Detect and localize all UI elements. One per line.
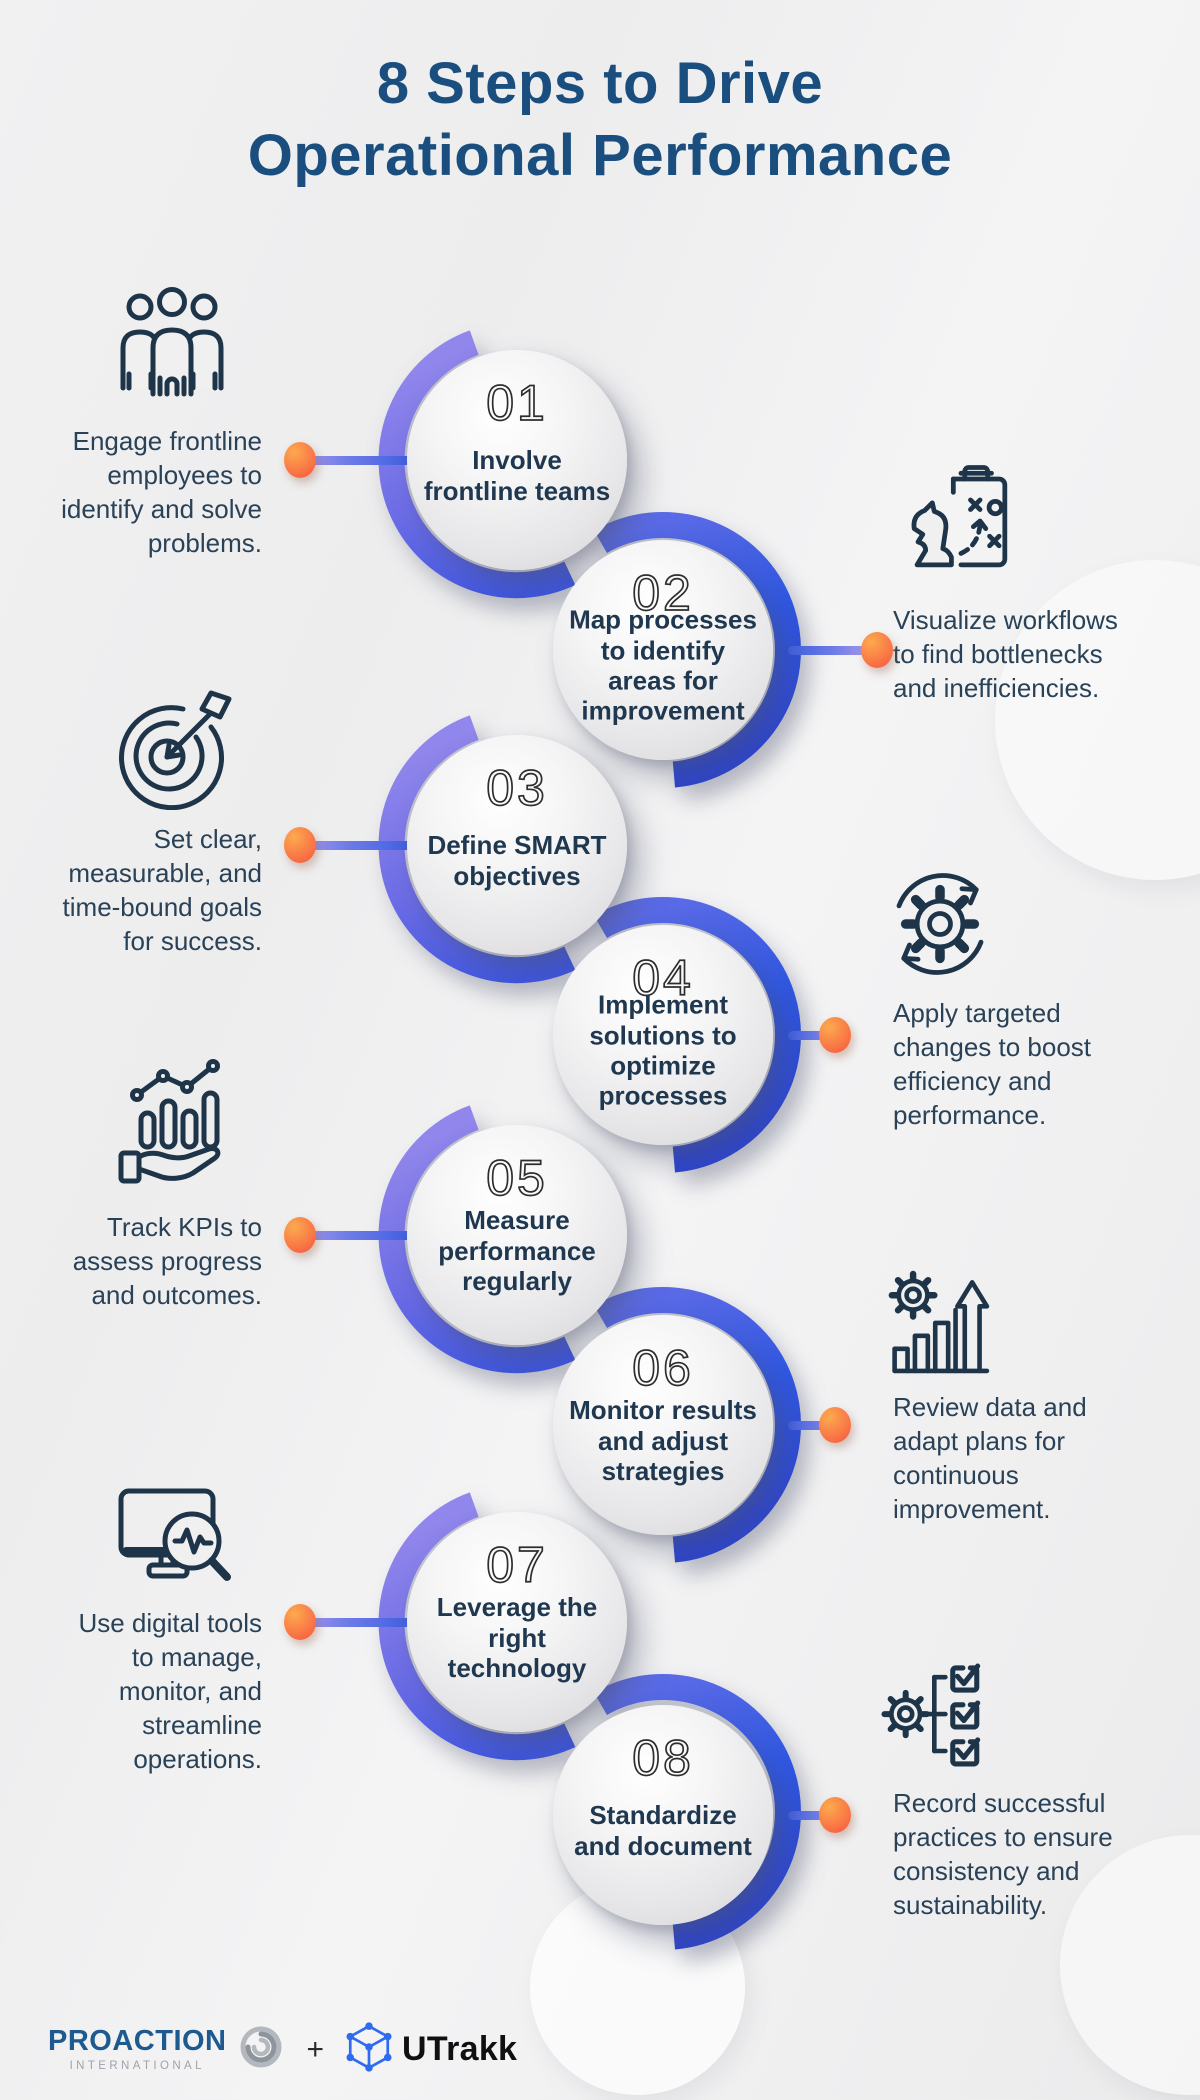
footer-brand-bar: PROACTION INTERNATIONAL +	[48, 2022, 517, 2077]
target-icon	[107, 680, 237, 810]
kpi-hand-icon	[107, 1055, 237, 1185]
step-circle-7: 07 Leverage the right technology	[407, 1512, 627, 1732]
step-title: Standardize and document	[574, 1800, 752, 1861]
step-title: Measure performance regularly	[438, 1205, 596, 1296]
connector-line	[295, 841, 413, 850]
step-title: Map processes to identify areas for impr…	[569, 605, 757, 726]
step-circle-8: 08 Standardize and document	[553, 1705, 773, 1925]
connector-dot	[284, 1217, 316, 1253]
step-ring-arc	[594, 1286, 801, 1563]
proaction-swirl-icon	[237, 2023, 285, 2076]
connector-dot	[819, 1407, 851, 1443]
step-number: 02	[631, 564, 694, 622]
step-description: Engage frontline employees to identify a…	[61, 426, 262, 559]
step-number: 03	[485, 759, 548, 817]
connector-line	[295, 456, 413, 465]
step-title: Leverage the right technology	[436, 1592, 598, 1683]
connector-line	[788, 1031, 838, 1040]
step-number: 06	[631, 1339, 694, 1397]
utrakk-cube-icon	[346, 2022, 392, 2077]
step-circle-6: 06 Monitor results and adjust strategies	[553, 1315, 773, 1535]
proaction-logo: PROACTION INTERNATIONAL	[48, 2025, 227, 2073]
plus-separator: +	[306, 2032, 325, 2066]
utrakk-logo: UTrakk	[346, 2022, 517, 2077]
step-description: Record successful practices to ensure co…	[893, 1788, 1113, 1921]
step-title: Implement solutions to optimize processe…	[589, 990, 737, 1111]
gear-checklist-icon	[878, 1655, 998, 1775]
connector-dot	[819, 1797, 851, 1833]
step-ring-arc	[594, 1673, 801, 1950]
connector-line	[788, 1421, 838, 1430]
step-ring-arc	[378, 1105, 576, 1374]
step-title: Involve frontline teams	[423, 445, 611, 506]
step-circle-4: 04 Implement solutions to optimize proce…	[553, 925, 773, 1145]
page-title: 8 Steps to Drive Operational Performance	[0, 48, 1200, 192]
step-circle-3: 03 Define SMART objectives	[407, 735, 627, 955]
step-description: Track KPIs to assess progress and outcom…	[72, 1212, 262, 1311]
connector-dot	[284, 1604, 316, 1640]
step-circle-5: 05 Measure performance regularly	[407, 1125, 627, 1345]
step-number: 05	[485, 1149, 548, 1207]
monitor-search-icon	[107, 1467, 237, 1597]
connector-line	[788, 646, 870, 655]
step-number: 01	[485, 374, 548, 432]
step-description: Visualize workflows to find bottlenecks …	[893, 605, 1118, 704]
proaction-subtitle: INTERNATIONAL	[69, 2060, 205, 2072]
step-ring-arc	[378, 1492, 576, 1761]
sync-gear-icon	[878, 862, 1002, 986]
strategy-icon	[898, 458, 1022, 582]
step-title: Monitor results and adjust strategies	[569, 1395, 757, 1486]
step-circle-2: 02 Map processes to identify areas for i…	[553, 540, 773, 760]
step-title: Define SMART objectives	[427, 830, 607, 891]
connector-line	[295, 1231, 413, 1240]
page-title-line2: Operational Performance	[247, 122, 953, 188]
utrakk-wordmark: UTrakk	[402, 2030, 518, 2068]
page-title-line1: 8 Steps to Drive	[376, 51, 824, 116]
step-description: Set clear, measurable, and time-bound go…	[62, 824, 262, 957]
step-ring-arc	[378, 330, 576, 599]
connector-line	[295, 1618, 413, 1627]
connector-line	[788, 1811, 838, 1820]
gear-growth-icon	[878, 1262, 998, 1382]
step-number: 07	[485, 1536, 548, 1594]
step-number: 08	[631, 1729, 694, 1787]
step-ring-arc	[594, 896, 801, 1173]
connector-dot	[284, 827, 316, 863]
connector-dot	[819, 1017, 851, 1053]
connector-dot	[861, 632, 893, 668]
step-number: 04	[631, 949, 694, 1007]
proaction-wordmark: PROACTION	[48, 2025, 227, 2057]
step-description: Apply targeted changes to boost efficien…	[893, 998, 1092, 1131]
step-circle-1: 01 Involve frontline teams	[407, 350, 627, 570]
step-ring-arc	[594, 511, 801, 788]
team-icon	[107, 282, 237, 412]
step-description: Review data and adapt plans for continuo…	[893, 1392, 1087, 1525]
step-ring-arc	[378, 715, 576, 984]
connector-dot	[284, 442, 316, 478]
step-description: Use digital tools to manage, monitor, an…	[78, 1608, 262, 1775]
